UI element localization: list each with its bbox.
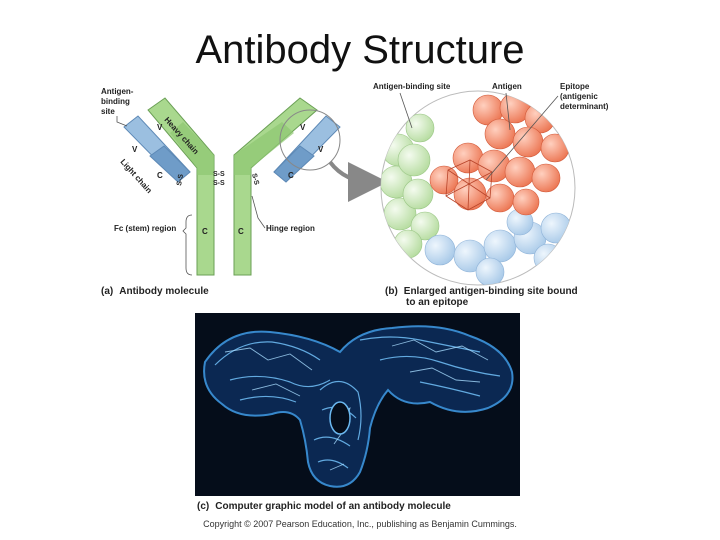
green-spheres	[381, 113, 440, 259]
antibody-schematic: V V V V C C C C Heavy chain Light chain …	[101, 87, 388, 276]
heavy-chain-left-constant	[170, 122, 214, 175]
model-mesh	[203, 325, 514, 488]
epitope-pointer	[485, 95, 559, 181]
disulfide-bond-2: S-S	[213, 180, 225, 187]
computer-model	[195, 313, 520, 496]
epitope-outline	[445, 159, 493, 211]
caption-c-text: Computer graphic model of an antibody mo…	[215, 501, 451, 512]
page-title: Antibody Structure	[195, 28, 525, 72]
caption-a: (a) Antibody molecule	[101, 286, 209, 297]
light-chain-label: Light chain	[119, 157, 154, 195]
caption-c-tag: (c)	[197, 501, 210, 512]
caption-a-tag: (a)	[101, 286, 114, 297]
disulfide-bond-1: S-S	[213, 171, 225, 178]
hinge-region-label: Hinge region	[266, 224, 315, 233]
caption-b-tag: (b)	[385, 286, 398, 297]
light-chain-right-constant	[273, 145, 315, 183]
antigen-pointer	[505, 92, 511, 131]
light-chain-left-constant	[149, 145, 191, 183]
heavy-c-label-right: C	[238, 227, 244, 236]
light-v-label-left: V	[132, 145, 138, 154]
fc-region-bracket	[182, 214, 193, 276]
heavy-c-label-left: C	[202, 227, 208, 236]
heavy-v-label-left: V	[157, 123, 163, 132]
disulfide-bond-4: S-S	[250, 173, 260, 186]
zoom-arrow	[328, 160, 388, 202]
closeup-binding-pointer	[399, 92, 413, 129]
caption-b-line1: Enlarged antigen-binding site bound	[403, 286, 578, 297]
antigen-binding-site-label: Antigen- binding site	[101, 87, 136, 116]
disulfide-bond-3: S-S	[176, 173, 185, 186]
light-c-label-right: C	[288, 171, 294, 180]
heavy-chain-right-constant	[234, 122, 294, 175]
epitope-label: Epitope (antigenic determinant)	[560, 82, 609, 111]
heavy-v-label-right: V	[300, 123, 306, 132]
light-v-label-right: V	[318, 145, 324, 154]
caption-b-line2: to an epitope	[406, 297, 469, 308]
closeup-binding-site-label: Antigen-binding site	[373, 82, 451, 91]
hinge-pointer	[251, 195, 266, 229]
caption-c: (c) Computer graphic model of an antibody…	[197, 501, 451, 512]
copyright-notice: Copyright © 2007 Pearson Education, Inc.…	[203, 519, 517, 529]
zoom-circle	[279, 109, 341, 171]
antigen-spheres	[429, 92, 570, 216]
binding-site-pointer	[116, 116, 128, 127]
light-c-label-left: C	[157, 171, 163, 180]
antigen-label: Antigen	[492, 82, 522, 91]
caption-a-text: Antibody molecule	[119, 286, 209, 297]
binding-site-closeup: Antigen-binding site Antigen Epitope (an…	[373, 82, 609, 286]
caption-b: (b) Enlarged antigen-binding site bound t…	[385, 286, 578, 308]
fc-region-label: Fc (stem) region	[114, 224, 176, 233]
